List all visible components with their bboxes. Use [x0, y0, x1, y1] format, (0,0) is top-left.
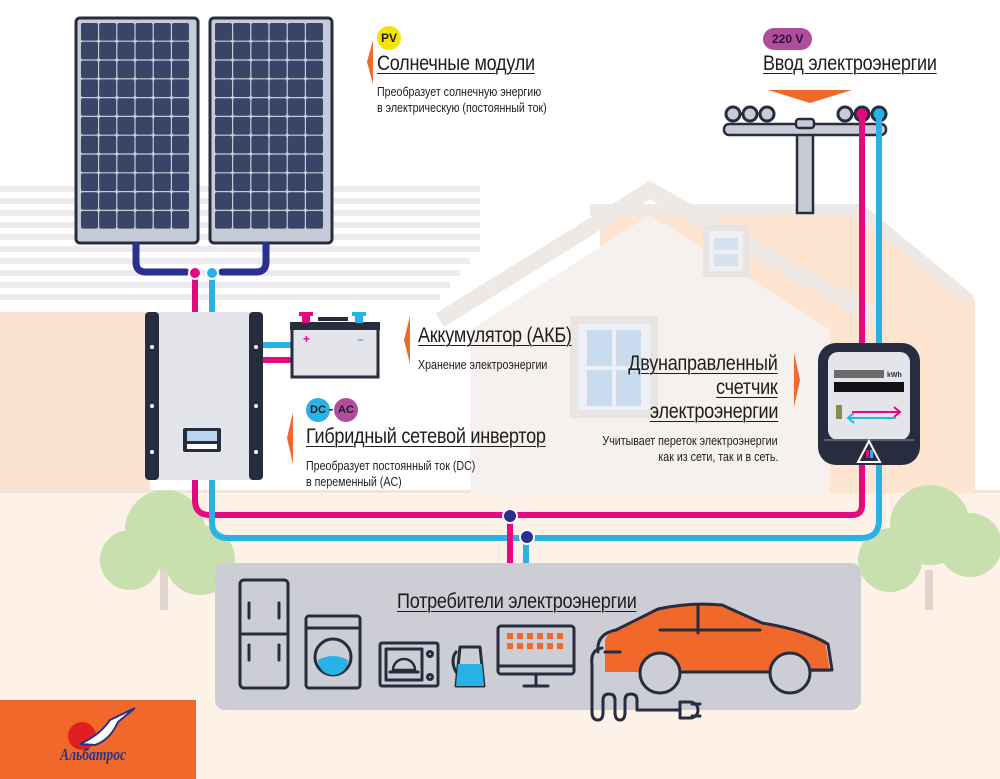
kettle-icon: [451, 645, 486, 688]
background-wall-left: [0, 312, 150, 492]
meter-desc-line2: как из сети, так и в сеть.: [657, 449, 778, 464]
panel-cables: [132, 241, 270, 318]
meter-title-line3: электроэнергии: [649, 400, 779, 423]
monitor-key: [537, 643, 543, 649]
pv-badge: PV: [377, 26, 401, 50]
microwave-icon: [378, 641, 440, 688]
brand-name: Альбатрос: [60, 745, 127, 764]
hybrid-inverter: [145, 312, 263, 480]
solar-desc-line1: Преобразует солнечную энергию: [377, 84, 542, 99]
ac-badge: AC: [334, 398, 358, 422]
monitor-key: [527, 643, 533, 649]
solar-panel-2: [208, 16, 334, 245]
solar-desc-line2: в электрическую (постоянный ток): [377, 100, 547, 115]
monitor-key: [557, 633, 563, 639]
wiring: [192, 118, 882, 585]
monitor-key: [527, 633, 533, 639]
battery-plus: +: [303, 332, 310, 346]
dc-ac-dash: -: [329, 401, 334, 416]
inverter-desc-line1: Преобразует постоянный ток (DC): [306, 458, 476, 473]
monitor-key: [547, 633, 553, 639]
washing-machine-icon: [304, 614, 362, 690]
meter-title-line1: Двунаправленный: [628, 352, 779, 375]
voltage-badge: 220 V: [763, 28, 813, 50]
battery-desc: Хранение электроэнергии: [418, 357, 548, 372]
brand-logo: [0, 700, 196, 779]
house-illustration: [435, 180, 975, 493]
power-pole: [722, 105, 888, 215]
consumers-title: Потребители электроэнергии: [397, 590, 637, 613]
solar-panels: [74, 16, 334, 245]
dc-badge: DC: [306, 398, 330, 422]
battery-minus: –: [357, 332, 364, 346]
electric-car-icon: [590, 602, 834, 722]
monitor-key: [517, 643, 523, 649]
inverter-desc-line2: в переменный (AC): [306, 474, 402, 489]
battery: + –: [290, 312, 380, 379]
meter-unit: kWh: [887, 372, 902, 379]
bidirectional-meter: kWh: [818, 343, 920, 465]
junction-positive: [502, 508, 518, 524]
monitor-key: [547, 643, 553, 649]
refrigerator-icon: [238, 578, 290, 690]
solar-title: Солнечные модули: [377, 52, 535, 75]
inverter-title: Гибридный сетевой инвертор: [306, 425, 546, 448]
monitor-key: [507, 643, 513, 649]
battery-title: Аккумулятор (АКБ): [418, 324, 572, 347]
grid-title: Ввод электроэнергии: [763, 52, 937, 75]
solar-panel-1: [74, 16, 200, 245]
computer-monitor-icon: [496, 624, 576, 688]
meter-desc-line1: Учитывает переток электроэнергии: [602, 433, 778, 448]
monitor-key: [537, 633, 543, 639]
monitor-key: [507, 633, 513, 639]
junction-negative: [519, 529, 535, 545]
consumer-icons: [238, 578, 834, 722]
grid-arrow-down: [768, 90, 852, 103]
monitor-key: [557, 643, 563, 649]
pointer-arrows: [287, 40, 800, 464]
meter-title-line2: счетчик: [716, 376, 778, 399]
monitor-key: [517, 633, 523, 639]
